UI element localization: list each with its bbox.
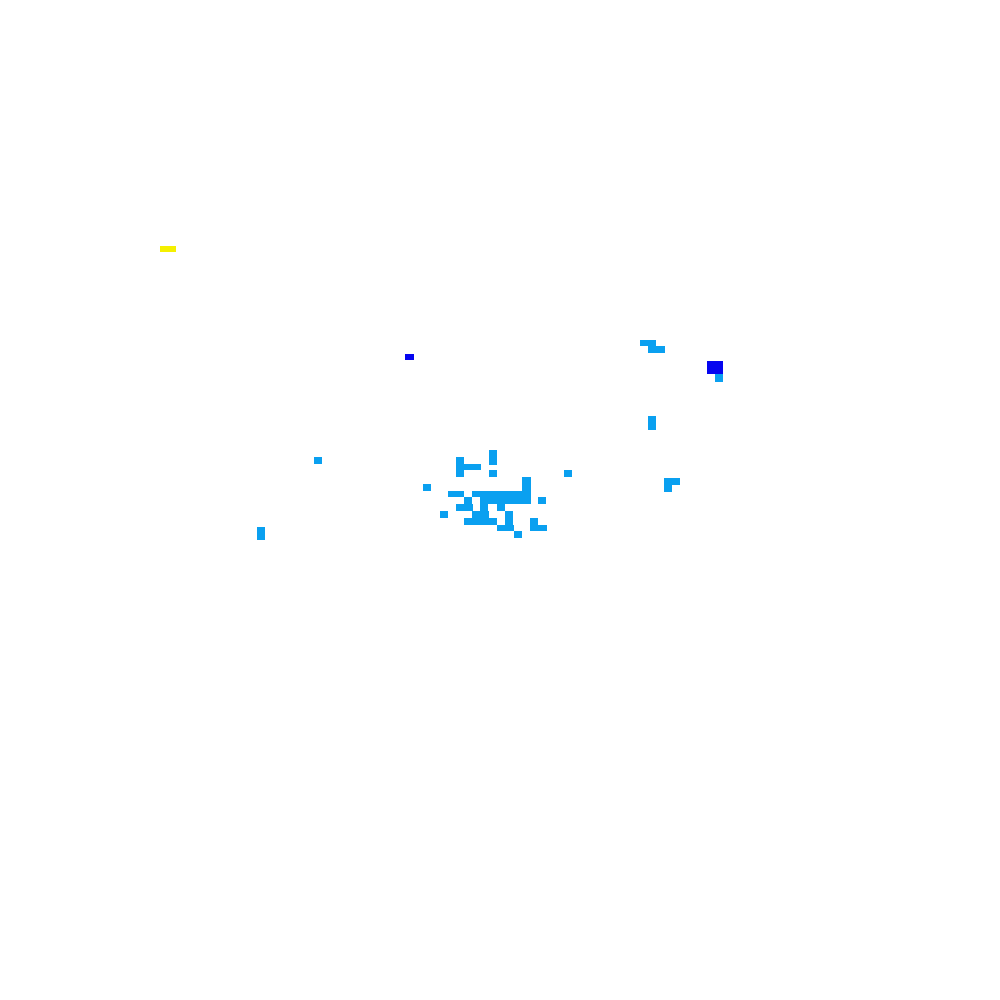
- light-blue-cell: [464, 497, 472, 504]
- light-blue-cell: [715, 374, 723, 382]
- blue-cell: [405, 354, 414, 360]
- light-blue-cell: [538, 497, 546, 504]
- light-blue-cell: [530, 518, 538, 525]
- light-blue-cell: [440, 511, 448, 518]
- light-blue-cell: [472, 491, 531, 497]
- light-blue-cell: [648, 346, 665, 353]
- light-blue-cell: [522, 477, 531, 491]
- light-blue-cell: [257, 527, 265, 540]
- light-blue-cell: [480, 497, 531, 504]
- data-cells: [160, 246, 723, 540]
- light-blue-cell: [456, 457, 464, 477]
- light-blue-cell: [497, 504, 505, 511]
- light-blue-cell: [423, 484, 431, 491]
- light-blue-cell: [489, 470, 497, 477]
- blue-cell: [707, 361, 723, 374]
- light-blue-cell: [489, 450, 497, 465]
- light-blue-cell: [640, 340, 656, 346]
- light-blue-cell: [464, 464, 481, 470]
- light-blue-cell: [530, 525, 547, 531]
- light-blue-cell: [314, 457, 322, 464]
- light-blue-cell: [505, 518, 513, 525]
- light-blue-cell: [648, 416, 656, 430]
- light-blue-cell: [514, 531, 522, 538]
- yellow-cell: [160, 246, 176, 252]
- light-blue-cell: [472, 511, 489, 518]
- light-blue-cell: [505, 511, 513, 518]
- light-blue-cell: [564, 470, 572, 477]
- light-blue-cell: [480, 504, 488, 511]
- light-blue-cell: [448, 491, 464, 497]
- light-blue-cell: [664, 478, 680, 485]
- light-blue-cell: [497, 525, 514, 531]
- light-blue-cell: [664, 485, 672, 492]
- light-blue-cell: [464, 518, 497, 525]
- light-blue-cell: [456, 504, 473, 511]
